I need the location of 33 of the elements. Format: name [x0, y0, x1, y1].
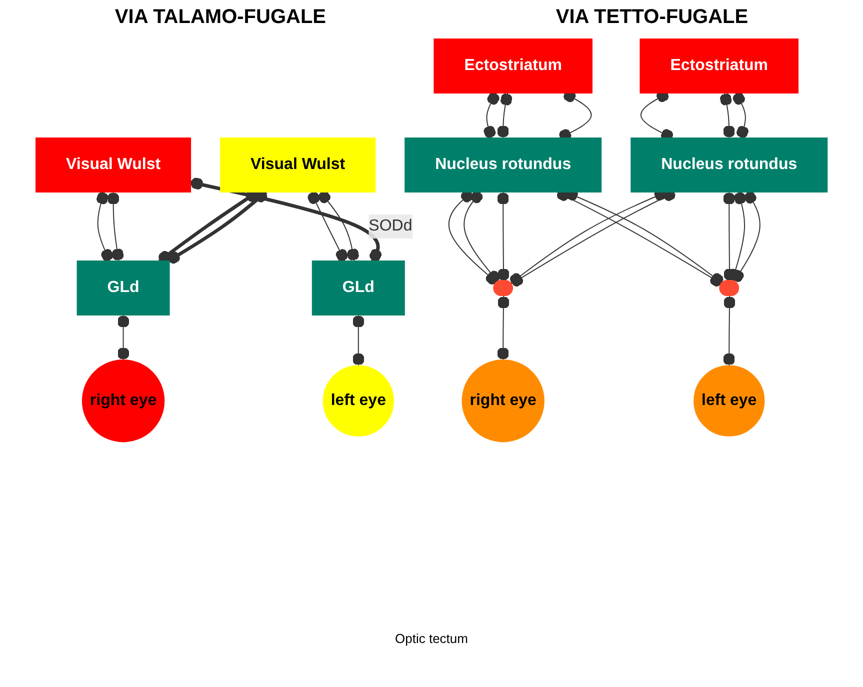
connector — [720, 92, 736, 138]
connector — [497, 92, 512, 138]
node-box: Ectostriatum — [434, 38, 592, 94]
node-circle: left eye — [693, 365, 765, 436]
node-circle: right eye — [82, 360, 165, 442]
connector — [497, 192, 510, 282]
connector — [484, 92, 500, 138]
node-box: Ectostriatum — [640, 38, 798, 94]
connector — [352, 314, 364, 366]
connector — [308, 192, 348, 262]
connector — [723, 296, 736, 366]
node-box: Visual Wulst — [220, 138, 376, 192]
connector — [464, 191, 500, 283]
connector — [318, 191, 360, 262]
node-box: Visual Wulst — [35, 138, 191, 192]
connector — [497, 296, 510, 360]
node-box: Nucleus rotundus — [630, 138, 828, 192]
connector — [723, 192, 736, 282]
region-label: Optic tectum — [394, 631, 469, 646]
node-box: GLd — [76, 260, 170, 316]
node-circle: left eye — [322, 365, 394, 436]
connector — [117, 314, 130, 360]
connector — [190, 178, 382, 262]
node-box: GLd — [312, 260, 405, 316]
heading: VIA TETTO-FUGALE — [556, 6, 748, 29]
edge-label: SODd — [368, 218, 412, 234]
connector — [96, 192, 114, 262]
connector — [167, 190, 268, 264]
connector — [732, 92, 748, 138]
connector — [107, 192, 124, 262]
node-circle: right eye — [462, 360, 544, 442]
node-box: Nucleus rotundus — [404, 138, 602, 192]
heading: VIA TALAMO-FUGALE — [114, 6, 326, 29]
